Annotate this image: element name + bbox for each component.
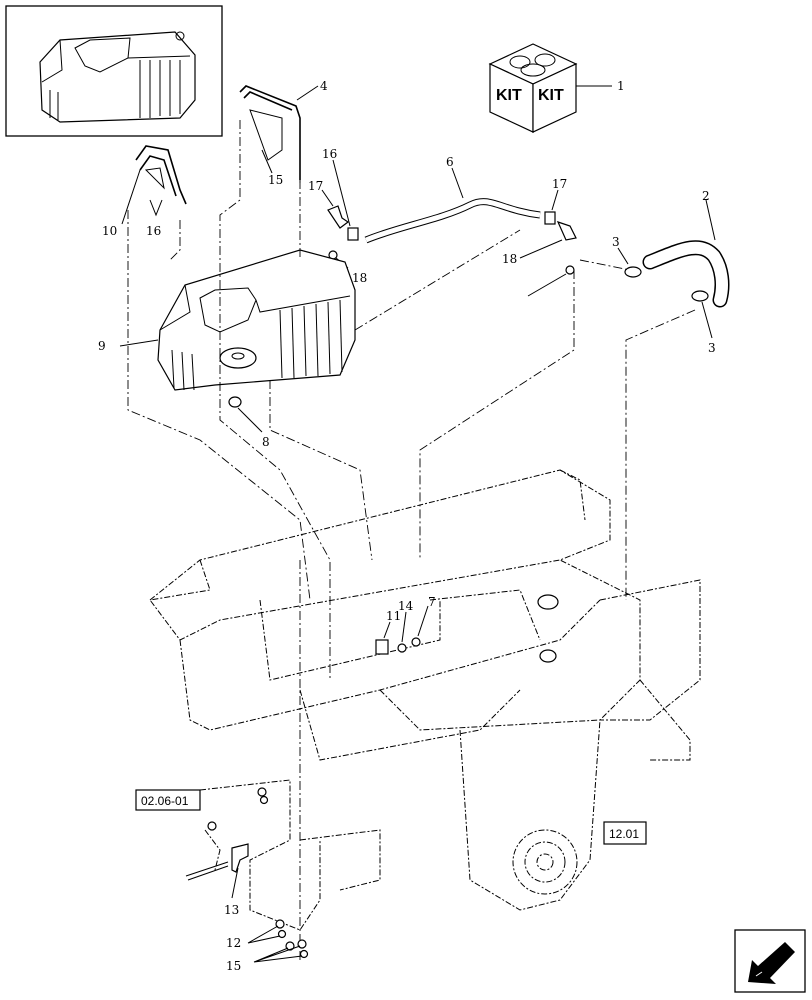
clamp-3-upper xyxy=(624,266,642,278)
callout-12: 9 xyxy=(98,339,106,353)
kit-label-left: KIT xyxy=(496,87,522,104)
reference-02-06-01-label: 02.06-01 xyxy=(141,794,189,808)
callout-18a: 18 xyxy=(352,271,367,285)
callout-15a: 15 xyxy=(268,173,283,187)
fittings-right xyxy=(544,211,577,275)
reference-12-01-label: 12.01 xyxy=(609,827,639,841)
callout-15b: 16 xyxy=(146,224,161,238)
callout-3a: 3 xyxy=(612,235,620,249)
callout-5: 7 xyxy=(428,595,436,609)
callout-17a: 17 xyxy=(308,179,323,193)
callout-16b: 17 xyxy=(552,177,567,191)
callout-2: 2 xyxy=(702,189,710,203)
clamp-3-lower xyxy=(691,290,709,302)
callout-10: 14 xyxy=(398,599,414,613)
fittings-left xyxy=(327,205,359,260)
parts-8-10-5 xyxy=(375,637,421,655)
callout-17b: 18 xyxy=(502,252,517,266)
fuel-sender xyxy=(537,594,559,610)
callout-3b: 3 xyxy=(708,341,716,355)
callout-8: 11 xyxy=(386,609,401,623)
callout-14: 4 xyxy=(320,79,328,93)
callout-1: 1 xyxy=(617,79,625,93)
hose-2 xyxy=(642,240,730,308)
callout-9: 13 xyxy=(224,903,239,917)
callout-4: 6 xyxy=(446,155,454,169)
callout-7: 8 xyxy=(262,435,270,449)
reference-12-01[interactable]: 12.01 xyxy=(603,821,647,845)
bracket-13 xyxy=(135,145,187,205)
callout-16a: 16 xyxy=(322,147,337,161)
lower-bracket xyxy=(185,779,381,959)
kit-label-right: KIT xyxy=(538,87,564,104)
hose-4 xyxy=(364,198,541,244)
next-page-arrow-icon[interactable] xyxy=(734,929,806,993)
reference-02-06-01[interactable]: 02.06-01 xyxy=(135,789,201,811)
kit-box: KIT KIT xyxy=(488,43,578,133)
callout-13: 10 xyxy=(102,224,117,238)
bracket-14 xyxy=(239,85,301,183)
fuel-tank-12 xyxy=(157,249,356,391)
callout-6: 12 xyxy=(226,936,241,950)
callout-11: 15 xyxy=(226,959,241,973)
inset-tank-view xyxy=(5,5,223,137)
chassis-frame xyxy=(149,469,701,911)
